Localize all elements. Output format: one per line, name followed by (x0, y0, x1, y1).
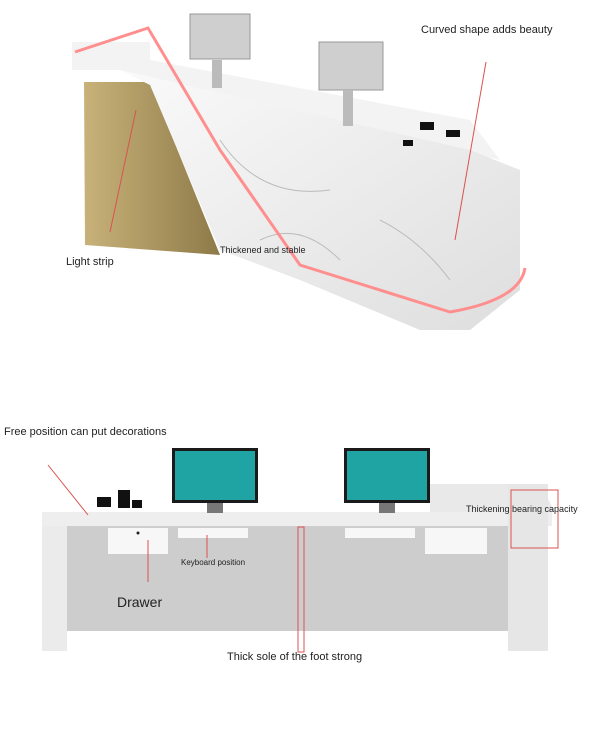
desk-front (120, 70, 520, 330)
desk-top-bar (42, 512, 552, 526)
gold-side-panel (84, 82, 220, 255)
deer-decoration (97, 490, 142, 508)
right-leg (508, 484, 548, 651)
deer-decoration (403, 122, 460, 146)
desk-top-surface (72, 42, 500, 160)
label-drawer: Drawer (117, 594, 163, 610)
label-keyboard-position: Keyboard position (181, 558, 246, 567)
left-leg (42, 526, 67, 651)
top-desk-illustration (72, 13, 527, 330)
keyboard-tray-right (345, 528, 415, 538)
monitor-1 (189, 13, 251, 60)
drawer-right (425, 528, 487, 554)
label-decorations: Free position can put decorations (4, 426, 167, 438)
label-light-strip: Light strip (66, 256, 114, 268)
keyboard-tray-left (178, 528, 248, 538)
light-strip (74, 26, 527, 314)
label-curved-shape: Curved shape adds beauty (421, 24, 553, 36)
label-thick-sole: Thick sole of the foot strong (227, 651, 363, 663)
label-thickened: Thickened and stable (220, 245, 306, 255)
monitor-2 (318, 41, 384, 91)
label-bearing-capacity: Thickening bearing capacity (466, 504, 578, 514)
